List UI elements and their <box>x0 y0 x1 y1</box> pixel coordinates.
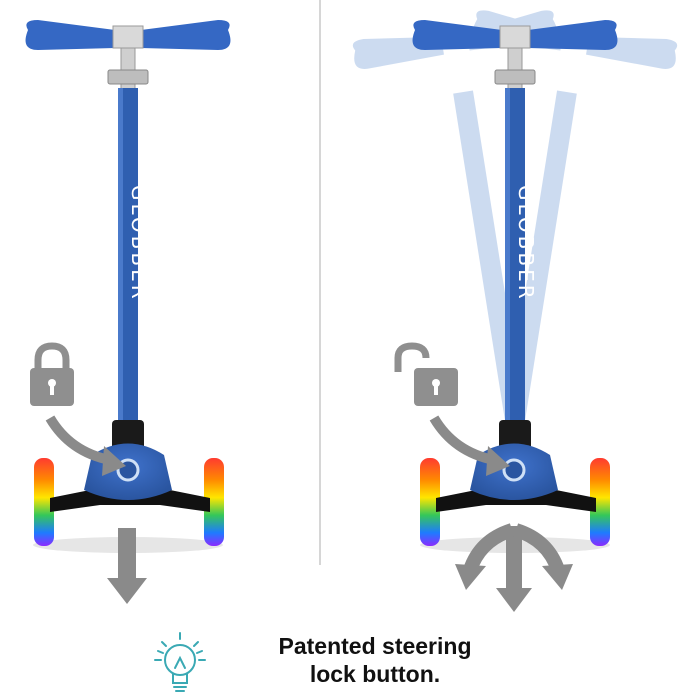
right-scooter-unlocked <box>352 10 678 612</box>
caption-line-1: Patented steering <box>278 633 472 659</box>
locked-padlock-icon <box>30 342 74 406</box>
right-curved-arrow <box>429 415 496 465</box>
right-stem-brand: GLOBBER <box>514 185 538 302</box>
caption-line-2: lock button. <box>309 661 441 687</box>
left-curved-arrow <box>45 415 112 465</box>
unlocked-padlock-icon <box>394 342 458 406</box>
caption: Patented steering lock button. <box>245 632 505 688</box>
left-scooter-locked <box>25 20 231 604</box>
left-stem-brand: GLOBBER <box>127 185 151 302</box>
lightbulb-icon <box>154 632 206 692</box>
